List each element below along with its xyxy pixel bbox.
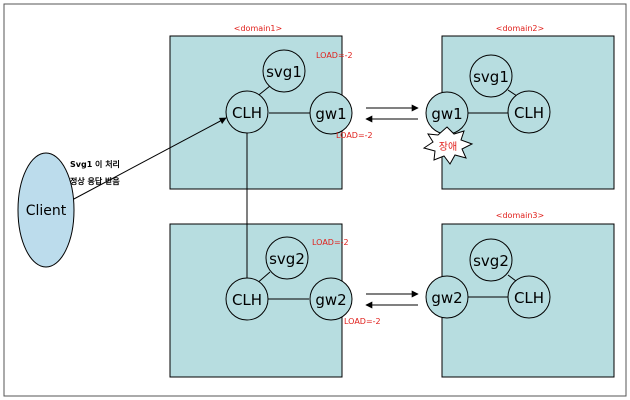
d2-gw1-label: gw1: [431, 105, 462, 123]
d4-gw2-label: gw2: [315, 291, 346, 309]
d3-clh-label: CLH: [514, 289, 544, 307]
load-label-d1-gw1: LOAD=-2: [336, 131, 373, 140]
domain3-label: <domain3>: [496, 211, 544, 220]
d2-clh-label: CLH: [514, 104, 544, 122]
d4-gw2-node: [309, 277, 353, 321]
d4-clh-node: [225, 277, 269, 321]
domain2-label: <domain2>: [496, 24, 544, 33]
d4-clh-label: CLH: [232, 291, 262, 309]
d2-svg1-node: [469, 54, 513, 98]
d2-clh-node: [507, 90, 551, 134]
client-node: [17, 152, 75, 268]
d1-gw1-label: gw1: [315, 105, 346, 123]
d3-clh-node: [507, 275, 551, 319]
d1-gw1-node: [309, 91, 353, 135]
load-label-d4-svg2: LOAD=-2: [312, 238, 349, 247]
note-line-2: 정상 응답 받음: [70, 176, 120, 186]
fault-label: 장애: [439, 141, 457, 153]
load-label-d1-svg1: LOAD=-2: [316, 51, 353, 60]
d2-svg1-label: svg1: [473, 68, 509, 86]
explosion-burst-icon: [422, 126, 474, 165]
d1-clh-node: [225, 90, 269, 134]
d3-gw2-node: [425, 275, 469, 319]
d4-svg2-node: [265, 236, 309, 280]
d3-svg2-node: [469, 238, 513, 282]
d3-svg2-label: svg2: [473, 252, 509, 270]
d3-gw2-label: gw2: [431, 289, 462, 307]
load-label-d4-gw2: LOAD=-2: [344, 317, 381, 326]
arrow-client-to-clh: [71, 117, 227, 201]
note-line-1: Svg1 이 처리: [70, 159, 120, 169]
d1-clh-label: CLH: [232, 104, 262, 122]
d1-svg1-label: svg1: [266, 63, 302, 81]
client-node-label: Client: [26, 203, 67, 219]
d4-svg2-label: svg2: [269, 250, 305, 268]
domain1-label: <domain1>: [234, 24, 282, 33]
d1-svg1-node: [262, 49, 306, 93]
